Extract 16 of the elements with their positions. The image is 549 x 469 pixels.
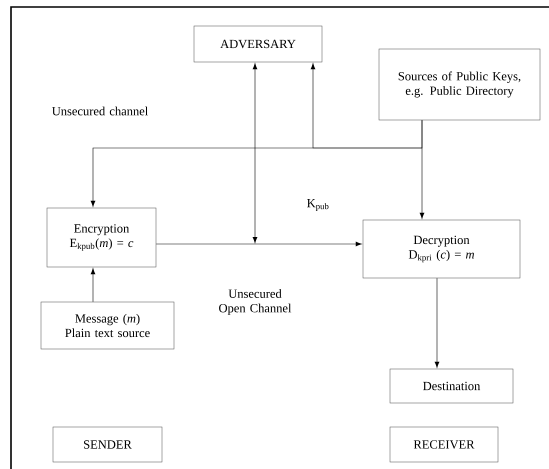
process-box: RECEIVER: [390, 426, 498, 462]
process-box: Encryption E$_{kpub}$(m) = c: [46, 208, 156, 268]
process-box: Destination: [390, 368, 514, 404]
arrow: [434, 278, 440, 368]
arrow: [310, 63, 422, 148]
process-box: SENDER: [52, 426, 162, 462]
arrow: [90, 268, 96, 302]
arrow: [156, 242, 362, 246]
process-box: ADVERSARY: [194, 26, 322, 62]
channel-label: K$_{pub}$: [307, 199, 328, 211]
channel-label: Unsecured Open Channel: [219, 289, 292, 315]
process-box: Sources of Public Keys, e.g. Public Directory: [378, 48, 540, 120]
process-box: Message (m) Plain text source: [40, 302, 174, 350]
arrow: [252, 63, 258, 244]
process-box: Decryption D$_{kpri}$ (c) = m: [362, 220, 520, 278]
channel-label: Unsecured channel: [52, 106, 148, 116]
